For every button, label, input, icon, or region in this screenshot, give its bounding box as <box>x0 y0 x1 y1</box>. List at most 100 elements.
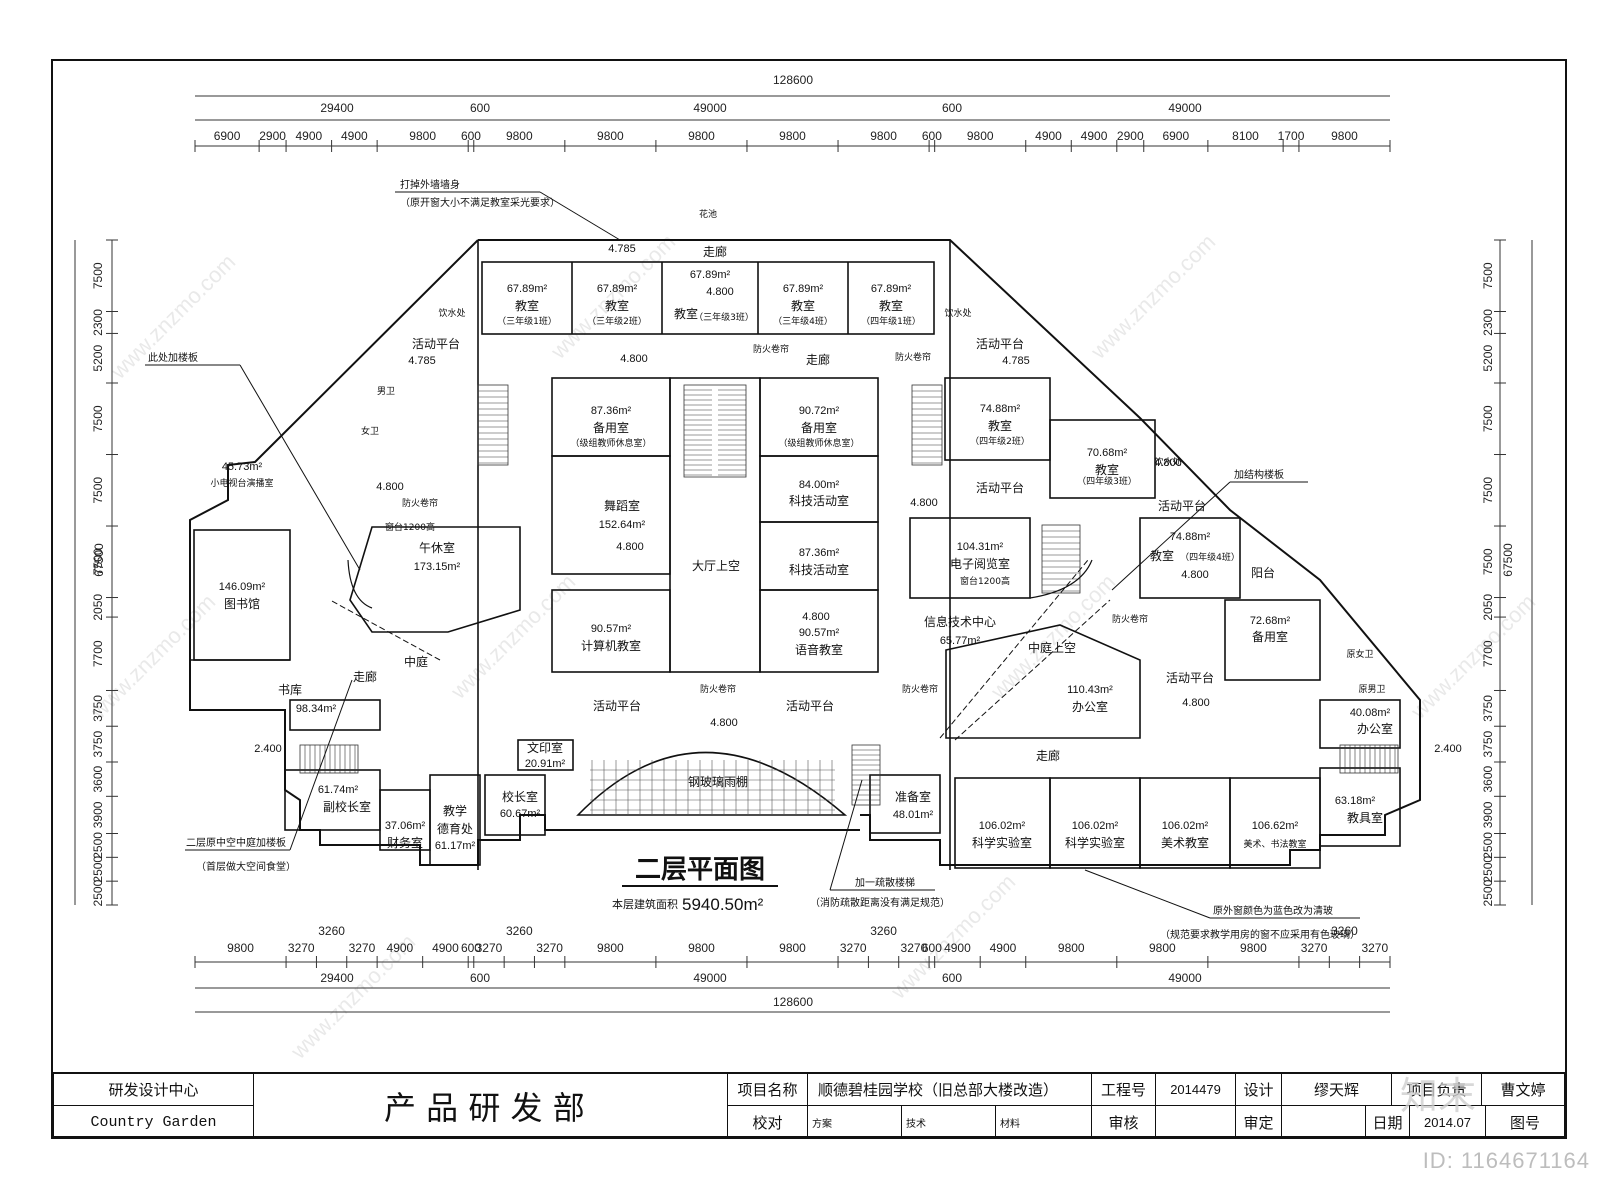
room-labels: 67.89m² 教室 （三年级1班） 67.89m² 教室 （三年级2班） 67… <box>210 208 1461 852</box>
svg-text:49000: 49000 <box>693 971 727 985</box>
svg-text:63.18m²: 63.18m² <box>1335 795 1376 807</box>
top-dim-label: 8100 <box>1232 129 1259 143</box>
note-structural-slab: 加结构楼板 <box>1234 468 1284 481</box>
svg-text:4.800: 4.800 <box>376 481 404 493</box>
svg-text:（四年级2班）: （四年级2班） <box>970 435 1030 447</box>
svg-text:60.67m²: 60.67m² <box>500 808 541 820</box>
svg-text:书库: 书库 <box>278 682 302 697</box>
drawing-title-block: 二层平面图 本层建筑面积 5940.50m² <box>612 855 778 914</box>
svg-text:600: 600 <box>470 101 490 115</box>
top-dim-label: 6900 <box>214 129 241 143</box>
room-c1-name: 教室 <box>515 298 539 313</box>
svg-text:防火卷帘: 防火卷帘 <box>402 497 438 509</box>
dimension-labels: 128600 128600 29400 600 49000 600 49000 … <box>92 73 1515 1009</box>
svg-text:（四年级1班）: （四年级1班） <box>861 315 921 327</box>
svg-text:教学: 教学 <box>443 803 467 818</box>
side-dim-label: 2050 <box>1481 594 1495 621</box>
svg-text:美术、书法教室: 美术、书法教室 <box>1243 838 1306 850</box>
svg-text:（规范要求教学用房的窗不应采用有色玻璃）: （规范要求教学用房的窗不应采用有色玻璃） <box>1160 928 1360 941</box>
svg-text:（消防疏散距离没有满足规范）: （消防疏散距离没有满足规范） <box>810 896 950 909</box>
svg-text:49000: 49000 <box>1168 971 1202 985</box>
svg-text:（首层做大空间食堂）: （首层做大空间食堂） <box>196 860 296 873</box>
side-dim-label: 2300 <box>1481 309 1495 336</box>
svg-text:84.00m²: 84.00m² <box>799 479 840 491</box>
svg-text:74.88m²: 74.88m² <box>980 403 1021 415</box>
svg-text:4.785: 4.785 <box>1002 355 1030 367</box>
svg-text:活动平台: 活动平台 <box>1166 670 1214 685</box>
overall-dim-bottom: 128600 <box>773 995 813 1009</box>
bottom-dim-label: 3270 <box>476 941 503 955</box>
svg-text:财务室: 财务室 <box>387 835 423 850</box>
svg-text:教室: 教室 <box>1150 548 1174 563</box>
product-cell: 产 品 研 发 部 <box>254 1074 728 1138</box>
svg-text:信息技术中心: 信息技术中心 <box>924 614 996 629</box>
svg-text:活动平台: 活动平台 <box>976 336 1024 351</box>
svg-text:（级组教师休息室）: （级组教师休息室） <box>778 437 859 449</box>
svg-text:阳台: 阳台 <box>1251 565 1275 580</box>
svg-text:67.89m²: 67.89m² <box>597 283 638 295</box>
svg-text:600: 600 <box>942 971 962 985</box>
svg-text:走廊: 走廊 <box>806 352 830 367</box>
side-dim-label: 7500 <box>91 262 105 289</box>
svg-text:110.43m²: 110.43m² <box>1067 684 1113 696</box>
svg-text:67500: 67500 <box>1501 543 1515 577</box>
floor-area-label: 本层建筑面积 <box>612 897 678 911</box>
svg-text:152.64m²: 152.64m² <box>599 519 646 531</box>
svg-text:600: 600 <box>470 971 490 985</box>
svg-text:教室: 教室 <box>1095 462 1119 477</box>
top-dim-label: 6900 <box>1162 129 1189 143</box>
svg-text:活动平台: 活动平台 <box>412 336 460 351</box>
bottom-dim-label: 3260 <box>1331 924 1358 938</box>
bottom-dim-label: 9800 <box>1240 941 1267 955</box>
svg-text:104.31m²: 104.31m² <box>957 541 1004 553</box>
svg-text:40.08m²: 40.08m² <box>1350 707 1391 719</box>
left-vertical-dims: 7500230052007500750075002050770037503750… <box>91 262 105 906</box>
svg-text:2.400: 2.400 <box>254 743 282 755</box>
svg-text:（四年级3班）: （四年级3班） <box>1077 475 1137 487</box>
side-dim-label: 7700 <box>91 640 105 667</box>
top-dim-label: 600 <box>461 129 481 143</box>
svg-text:活动平台: 活动平台 <box>1158 498 1206 513</box>
drawing-frame <box>51 59 1567 1139</box>
svg-text:48.01m²: 48.01m² <box>893 809 934 821</box>
svg-text:防火卷帘: 防火卷帘 <box>753 343 789 355</box>
svg-text:74.88m²: 74.88m² <box>1170 531 1211 543</box>
glass-canopy <box>576 751 848 816</box>
svg-text:备用室: 备用室 <box>593 420 629 435</box>
svg-text:87.36m²: 87.36m² <box>799 547 840 559</box>
note-add-stair: 加一疏散楼梯 <box>855 876 915 889</box>
svg-text:106.62m²: 106.62m² <box>1252 820 1299 832</box>
svg-text:87.36m²: 87.36m² <box>591 405 632 417</box>
side-dim-label: 2050 <box>91 594 105 621</box>
side-dim-label: 3750 <box>91 730 105 757</box>
company-cell: Country Garden <box>54 1106 254 1138</box>
svg-text:花池: 花池 <box>699 208 717 220</box>
bottom-dim-label: 9800 <box>597 941 624 955</box>
svg-text:饮水处: 饮水处 <box>944 307 971 319</box>
bottom-dim-label: 3260 <box>870 924 897 938</box>
svg-text:电子阅览室: 电子阅览室 <box>950 556 1010 571</box>
svg-text:活动平台: 活动平台 <box>786 698 834 713</box>
svg-text:备用室: 备用室 <box>801 420 837 435</box>
svg-text:饮水处: 饮水处 <box>438 307 465 319</box>
note-courtyard-slab: 二层原中空中庭加楼板 <box>186 836 286 849</box>
dept-cell: 研发设计中心 <box>54 1074 254 1106</box>
svg-text:146.09m²: 146.09m² <box>219 581 266 593</box>
svg-text:中庭上空: 中庭上空 <box>1028 640 1076 655</box>
svg-text:67500: 67500 <box>92 543 106 577</box>
top-dim-label: 9800 <box>1331 129 1358 143</box>
svg-text:副校长室: 副校长室 <box>323 799 371 814</box>
side-dim-label: 2500 <box>1481 856 1495 883</box>
svg-text:饮水处: 饮水处 <box>1154 456 1181 468</box>
side-dim-label: 7500 <box>1481 262 1495 289</box>
bottom-dim-label: 3260 <box>506 924 533 938</box>
svg-text:教室: 教室 <box>988 418 1012 433</box>
svg-text:29400: 29400 <box>320 971 354 985</box>
svg-text:61.17m²: 61.17m² <box>435 840 476 852</box>
side-dim-label: 7500 <box>1481 548 1495 575</box>
svg-text:37.06m²: 37.06m² <box>385 820 426 832</box>
side-dim-label: 2500 <box>1481 832 1495 859</box>
svg-text:原男卫: 原男卫 <box>1358 684 1385 695</box>
svg-text:走廊: 走廊 <box>703 244 727 259</box>
